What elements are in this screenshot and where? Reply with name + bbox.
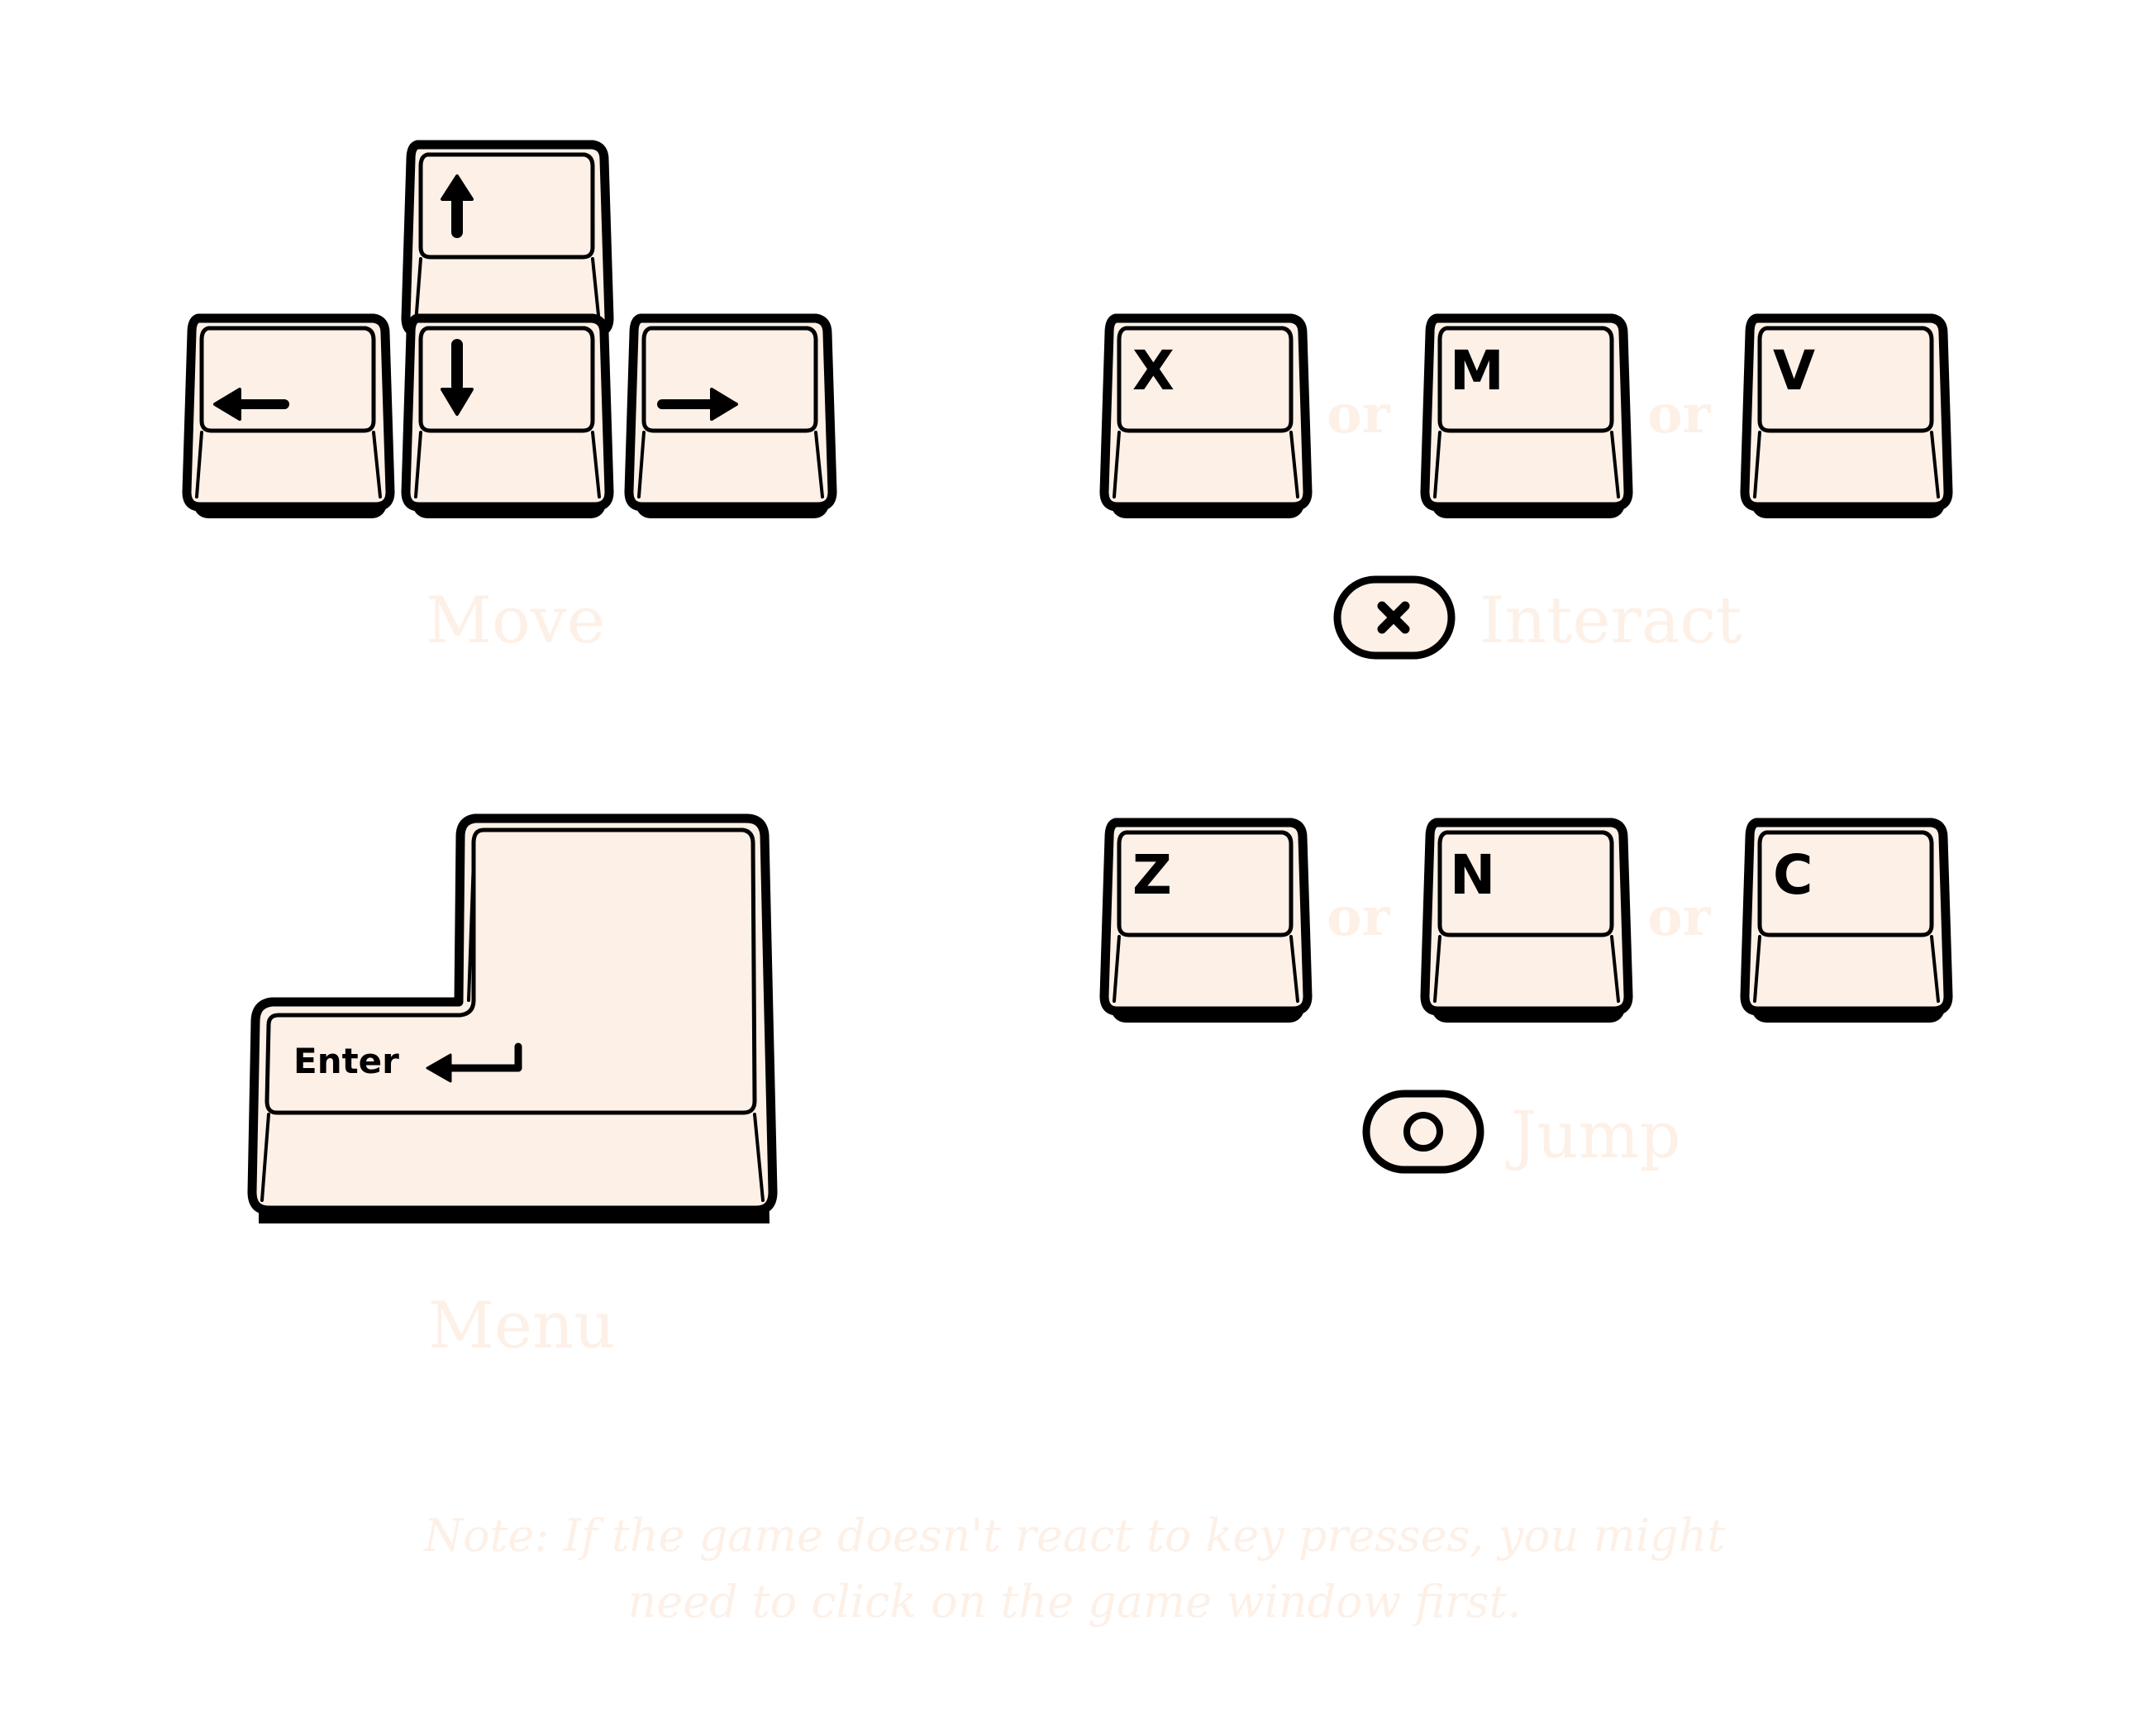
- interact-key-1: X: [1099, 313, 1313, 518]
- up-arrow-key: [401, 140, 614, 345]
- left-arrow-key: [182, 313, 395, 518]
- interact-label: Interact: [1480, 584, 1742, 658]
- interact-key-2: M: [1420, 313, 1633, 518]
- jump-or-1: or: [1327, 886, 1390, 948]
- note-line-1: Note: If the game doesn't react to key p…: [423, 1509, 1726, 1562]
- enter-key: Enter: [247, 813, 778, 1223]
- cross-button-icon: [1333, 575, 1456, 660]
- interact-key-3-letter: V: [1773, 339, 1815, 403]
- up-arrow-icon: [441, 174, 474, 238]
- jump-key-1-letter: Z: [1132, 843, 1172, 907]
- enter-key-label: Enter: [293, 1041, 399, 1081]
- down-arrow-key: [401, 313, 614, 518]
- interact-key-3: V: [1740, 313, 1953, 518]
- move-label: Move: [426, 584, 606, 658]
- jump-or-2: or: [1647, 886, 1711, 948]
- click-window-note: Note: If the game doesn't react to key p…: [248, 1503, 1901, 1635]
- jump-label: Jump: [1511, 1099, 1681, 1173]
- jump-key-3: C: [1740, 818, 1953, 1023]
- interact-key-1-letter: X: [1132, 339, 1175, 403]
- enter-arrow-icon: [426, 1042, 522, 1083]
- interact-key-2-letter: M: [1450, 339, 1504, 403]
- jump-key-3-letter: C: [1773, 843, 1813, 907]
- menu-label: Menu: [428, 1289, 616, 1363]
- right-arrow-icon: [657, 388, 738, 421]
- interact-or-1: or: [1327, 384, 1390, 446]
- circle-button-icon: [1362, 1090, 1484, 1174]
- left-arrow-icon: [213, 388, 289, 421]
- down-arrow-icon: [441, 339, 474, 416]
- jump-key-2: N: [1420, 818, 1633, 1023]
- note-line-2: need to click on the game window first.: [627, 1576, 1522, 1628]
- jump-key-2-letter: N: [1450, 843, 1495, 907]
- interact-or-2: or: [1647, 384, 1711, 446]
- jump-key-1: Z: [1099, 818, 1313, 1023]
- right-arrow-key: [624, 313, 837, 518]
